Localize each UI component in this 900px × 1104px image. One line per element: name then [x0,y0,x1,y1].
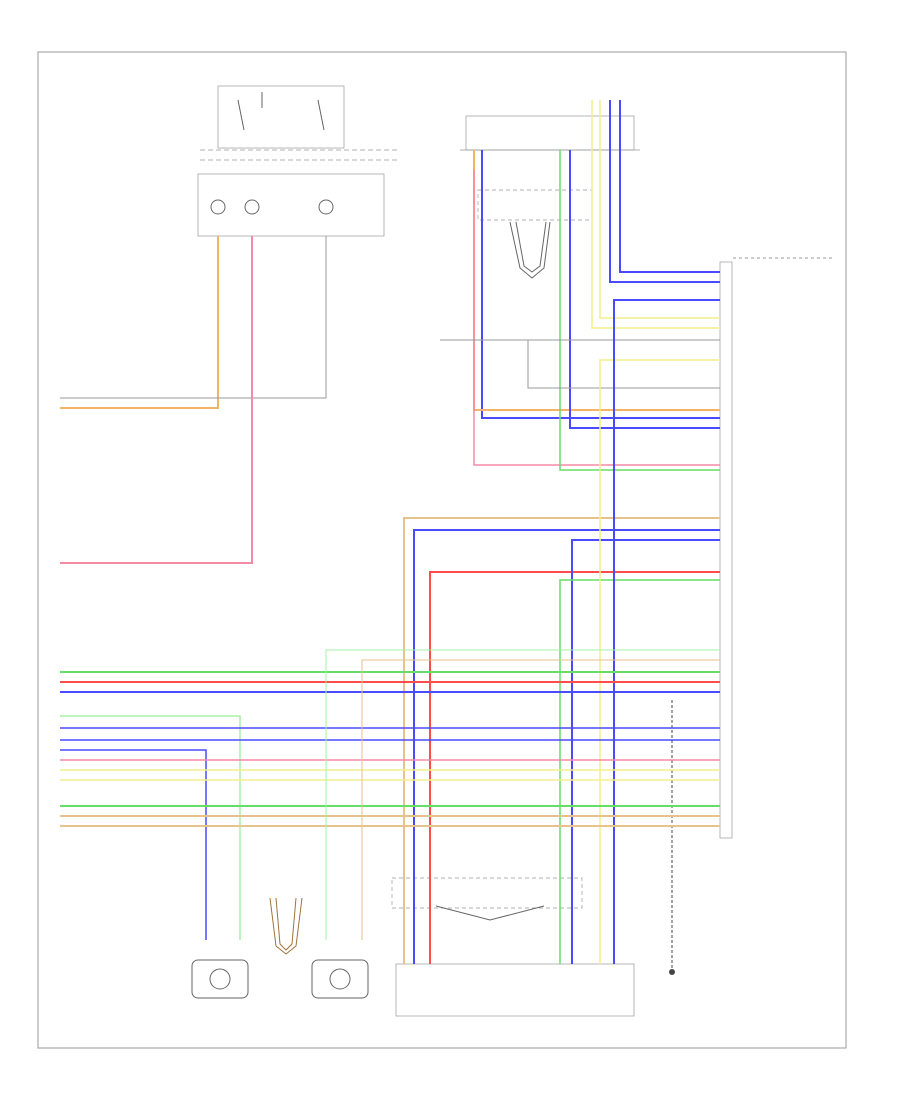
wire-yellow-10 [599,100,720,319]
wire-yellow-19 [599,359,720,964]
wire-red-16 [429,571,720,964]
wire-orange-4 [473,150,720,411]
wire-blue-6 [569,150,720,429]
wire-yellow-11 [591,100,720,329]
wire-tan-35 [361,659,720,940]
wire-lightgreen-24 [60,715,241,940]
wire-blue-17 [571,539,720,964]
wire-orange-0 [60,236,219,409]
top-connector-component [460,115,640,279]
wire-blue-15 [413,529,720,964]
wire-blue-9 [609,100,720,283]
wire-tan-14 [403,517,720,964]
wire-gray-1 [60,236,327,399]
wire-blue-20 [613,299,720,964]
wire-pink-2 [60,236,253,564]
wire-pink-5 [473,170,720,466]
diagram-border [37,51,847,1049]
bottom-module-component [391,877,635,1017]
wire-lightgreen-34 [325,649,720,940]
top-switch-component [197,85,400,237]
wire-green-7 [559,150,720,471]
sensor-components [191,700,675,999]
wires-layer [60,100,720,964]
wire-blue-27 [60,749,207,940]
ecm-connector [719,257,835,839]
wire-green-18 [559,579,720,964]
wire-blue-8 [619,100,720,273]
wire-gray-13 [527,340,720,389]
wire-blue-3 [481,150,720,419]
